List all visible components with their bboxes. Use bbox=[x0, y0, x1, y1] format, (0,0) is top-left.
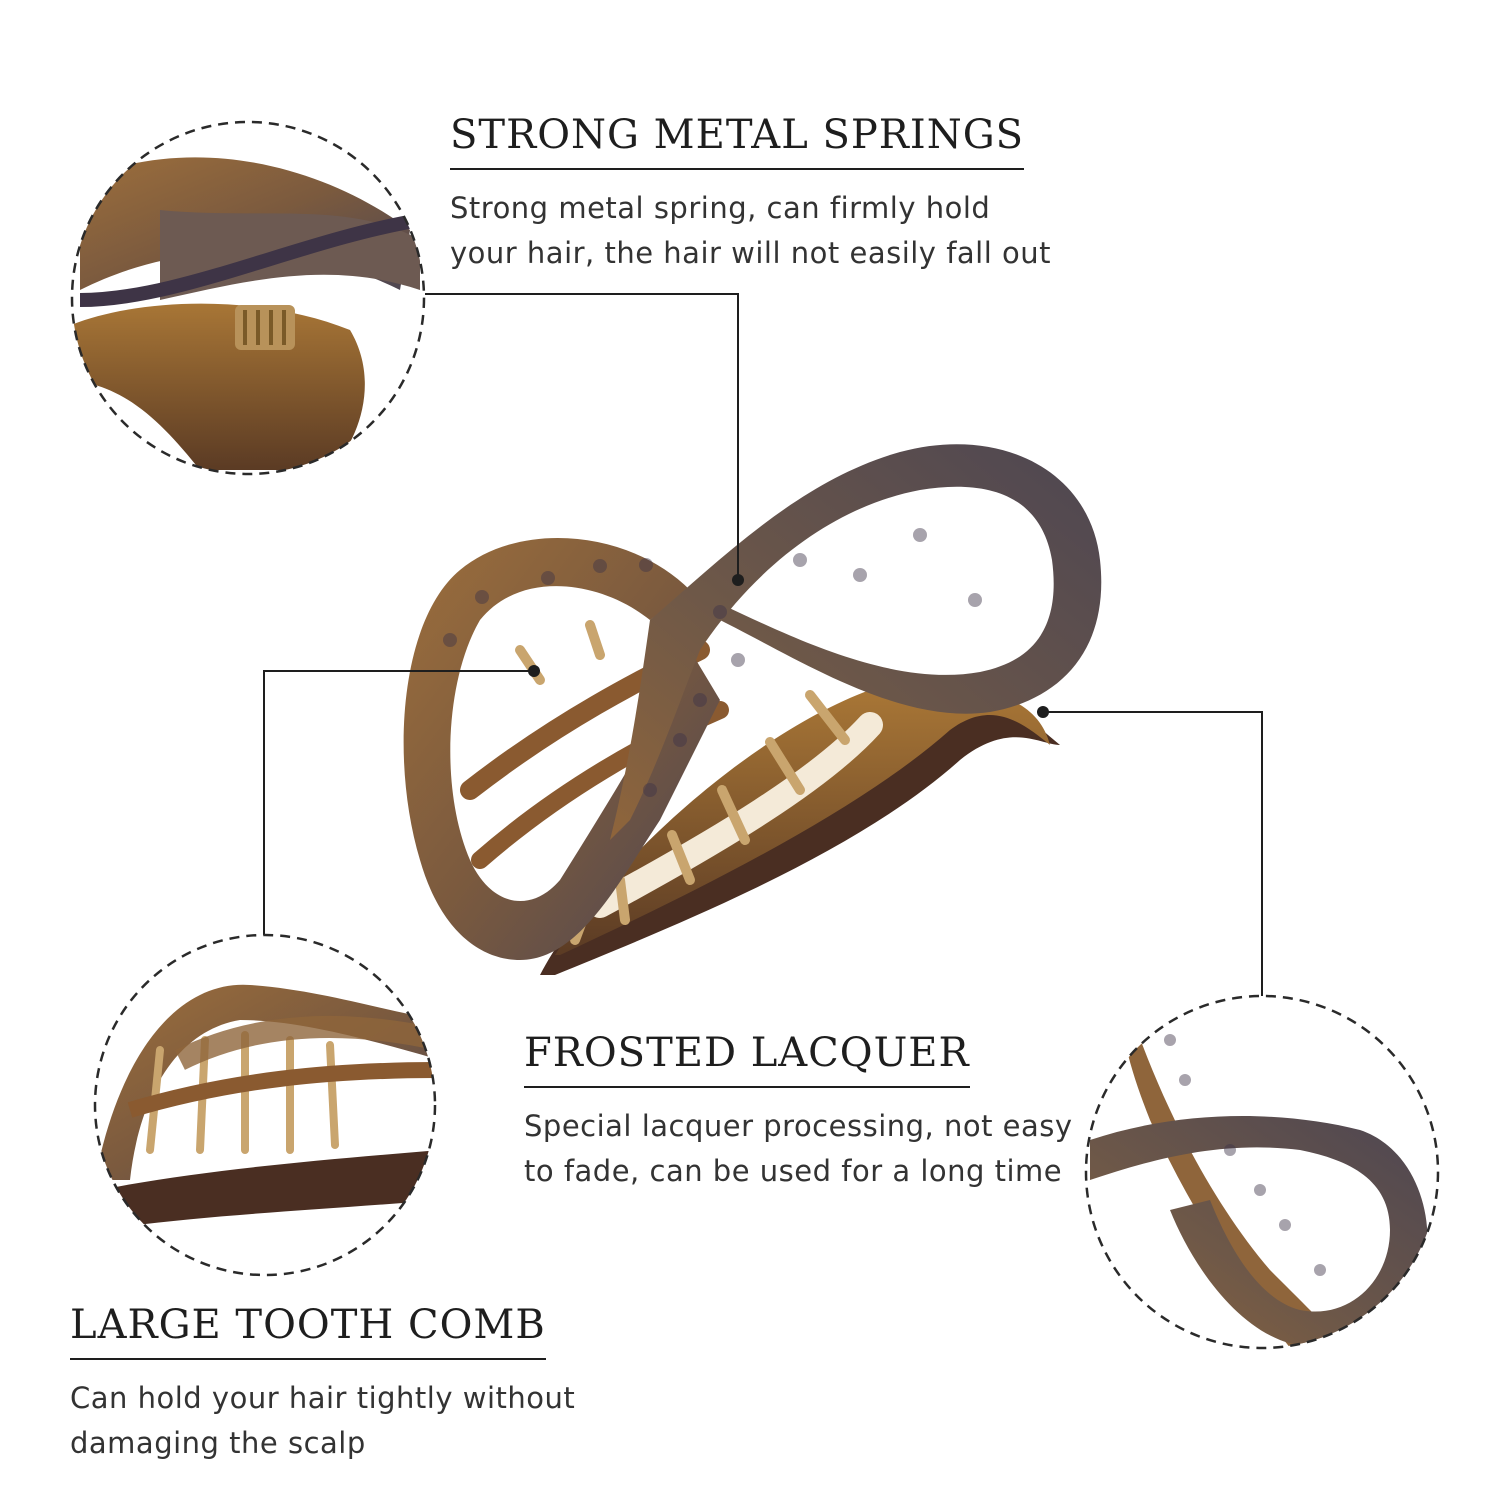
feature-title: LARGE TOOTH COMB bbox=[70, 1302, 546, 1360]
feature-frosted-lacquer: FROSTED LACQUER Special lacquer processi… bbox=[524, 1030, 1124, 1194]
feature-title: STRONG METAL SPRINGS bbox=[450, 112, 1025, 170]
callout-dots bbox=[528, 574, 1049, 718]
feature-description: Strong metal spring, can firmly hold you… bbox=[450, 186, 1090, 276]
feature-description-line: Can hold your hair tightly without bbox=[70, 1381, 576, 1415]
detail-circle-lacquer bbox=[1084, 994, 1440, 1350]
feature-description: Special lacquer processing, not easy to … bbox=[524, 1104, 1124, 1194]
feature-description-line: damaging the scalp bbox=[70, 1426, 366, 1460]
feature-description: Can hold your hair tightly without damag… bbox=[70, 1376, 630, 1466]
feature-description-line: to fade, can be used for a long time bbox=[524, 1154, 1063, 1188]
feature-strong-metal-springs: STRONG METAL SPRINGS Strong metal spring… bbox=[450, 112, 1090, 276]
detail-circle-springs bbox=[70, 120, 426, 476]
feature-description-line: Special lacquer processing, not easy bbox=[524, 1109, 1073, 1143]
feature-large-tooth-comb: LARGE TOOTH COMB Can hold your hair tigh… bbox=[70, 1302, 630, 1466]
feature-description-line: Strong metal spring, can firmly hold bbox=[450, 191, 991, 225]
detail-circle-comb bbox=[93, 933, 437, 1277]
feature-title: FROSTED LACQUER bbox=[524, 1030, 970, 1088]
callout-connector-lines bbox=[263, 293, 1263, 996]
hair-claw-clip-icon bbox=[403, 444, 1102, 975]
feature-description-line: your hair, the hair will not easily fall… bbox=[450, 236, 1051, 270]
